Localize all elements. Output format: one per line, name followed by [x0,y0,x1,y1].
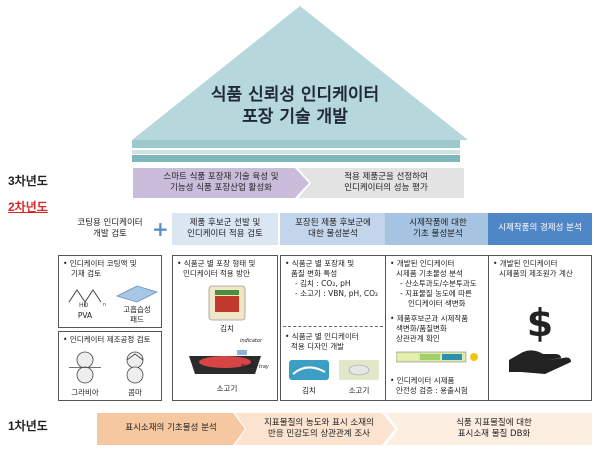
col4-t3: - 산소투과도/수분투과도 [400,279,477,288]
foundation3-line1: 식품 지표물질에 대한 [456,417,532,428]
roof-triangle [132,6,468,140]
header2-line2: 인디케이터 적용 검토 [187,229,263,239]
pad-caption-1: 고흡습성 [123,305,151,314]
coating-materials-box: • 인디케이터 코팅액 및 기재 검토 HO n PVA 고흡습성 패드 [58,255,162,328]
svg-text:$: $ [527,302,553,345]
col3-t1: • 식품군 별 포장재 및 [285,259,355,268]
pva-structure-icon: HO n [68,289,106,308]
col4-t9: • 인디케이터 시제품 [390,376,455,385]
header4-line2: 기초 물성분석 [413,229,463,239]
col4-t10: 안전성 검증 : 용출시험 [396,386,468,395]
year-2-label: 2차년도 [8,200,48,214]
kimchi-package-icon [208,285,246,321]
roof-band-2 [132,150,460,154]
col4-t4: - 지표물질 농도에 따른 [400,289,472,298]
col2-beef-caption: 소고기 [216,384,238,393]
beef-tray-icon [189,350,261,374]
col5-t2: 시제품의 제조원가 계산 [499,269,573,278]
header2-line1: 제품 후보군 선발 및 [189,217,261,228]
comma-coater-icon [126,351,144,384]
col3-t5: • 식품군 별 인디케이터 [285,332,359,341]
col4-t8: 상관관계 확인 [396,334,440,343]
goal2-line2: 인디케이터의 성능 평가 [344,183,428,193]
header-economic-analysis: 시제작품의 경제성 분석 [488,213,592,245]
header3-line2: 대한 물성분석 [308,229,358,239]
foundation1-line1: 표시소재의 기초물성 분석 [125,423,217,434]
col3-t4: - 소고기 : VBN, pH, CO₂ [295,289,379,298]
header3-line1: 포장된 제품 후보군에 [295,217,371,228]
col3-beef-caption: 소고기 [348,386,370,395]
manufacturing-process-box: • 인디케이터 제조공정 검토 그라비아 콤마 [58,331,162,401]
col3-t3: - 김치 : CO₂, pH [295,279,351,288]
col4-t1: • 개발된 인디케이터 [390,259,455,268]
plastic-tray-tag: Plastic tray [241,364,269,370]
col1-b1: • 인디케이터 제조공정 검토 [63,335,151,344]
goal1-line2: 기능성 식품 포장산업 활성화 [170,183,272,193]
prototype-properties-box: • 개발된 인디케이터 시제품 기초물성 분석 - 산소투과도/수분투과도 - … [385,255,491,401]
indicator-tag: indicator [239,338,262,344]
comma-caption: 콤마 [128,388,142,397]
roof-band-3 [132,155,460,162]
col3-t2: 품질 변화 특성 [291,269,338,278]
col1-a2: 기재 검토 [71,269,101,278]
foundation3-line2: 표시소재 물질 DB화 [457,429,531,439]
indicator-color-strip-icon [396,351,478,363]
col4-t7: 색변화/품질변화 [396,324,447,333]
main-title-line2: 포장 기술 개발 [242,107,348,127]
col3-kimchi-caption: 김치 [302,386,316,395]
col3-t6: 적용 디자인 개발 [291,342,345,351]
foundation2-line1: 지표물질의 농도와 표시 소재의 [264,417,374,428]
absorbent-pad-icon [115,285,159,303]
header4-line1: 시제작품에 대한 [409,217,467,228]
col4-t6: • 제품후보군과 시제작품 [390,314,469,323]
gravure-caption: 그라비아 [71,388,99,397]
gravure-roller-icon [69,351,101,384]
col3-divider [283,326,383,327]
quality-analysis-box: • 식품군 별 포장재 및 품질 변화 특성 - 김치 : CO₂, pH - … [280,255,386,401]
col4-t5: 인디케이터 색변화 [408,299,466,308]
foundation2-line2: 반응 민감도의 상관관계 조사 [268,429,370,439]
header1-line2: 개발 검토 [93,229,127,239]
col2-kimchi-caption: 김치 [220,324,234,333]
main-title-line1: 식품 신뢰성 인디케이터 [210,85,380,105]
goal2-line1: 적용 제품군을 선정하여 [344,171,428,182]
roof-band-1 [132,140,460,148]
col2-t1: • 식품군 별 포장 형태 및 [177,259,256,268]
svg-text:HO: HO [79,302,89,308]
header5-line1: 시제작품의 경제성 분석 [498,223,582,234]
col5-t1: • 개발된 인디케이터 [493,259,558,268]
foundation-arrow-1: 표시소재의 기초물성 분석 [97,413,245,445]
beef-design-icon [339,360,379,380]
col4-t2: 시제품 기초물성 분석 [396,269,463,278]
year-3-label: 3차년도 [8,174,48,188]
svg-text:n: n [103,302,106,308]
year-1-label: 1차년도 [8,419,48,433]
plus-icon: + [152,217,169,241]
header1-line1: 코팅용 인디케이터 [77,217,143,228]
pva-caption: PVA [77,311,93,320]
dollar-hand-icon: $ [509,302,571,374]
goal1-line1: 스마트 식품 포장재 기술 육성 및 [163,171,279,182]
cost-analysis-box: • 개발된 인디케이터 시제품의 제조원가 계산 $ [488,255,592,401]
col1-a1: • 인디케이터 코팅액 및 [63,259,137,268]
pad-caption-2: 패드 [130,315,144,324]
kimchi-design-icon [289,360,329,380]
packaging-form-box: • 식품군 별 포장 형태 및 인디케이터 적용 방안 김치 indicator… [172,255,278,401]
col2-t2: 인디케이터 적용 방안 [183,269,250,278]
